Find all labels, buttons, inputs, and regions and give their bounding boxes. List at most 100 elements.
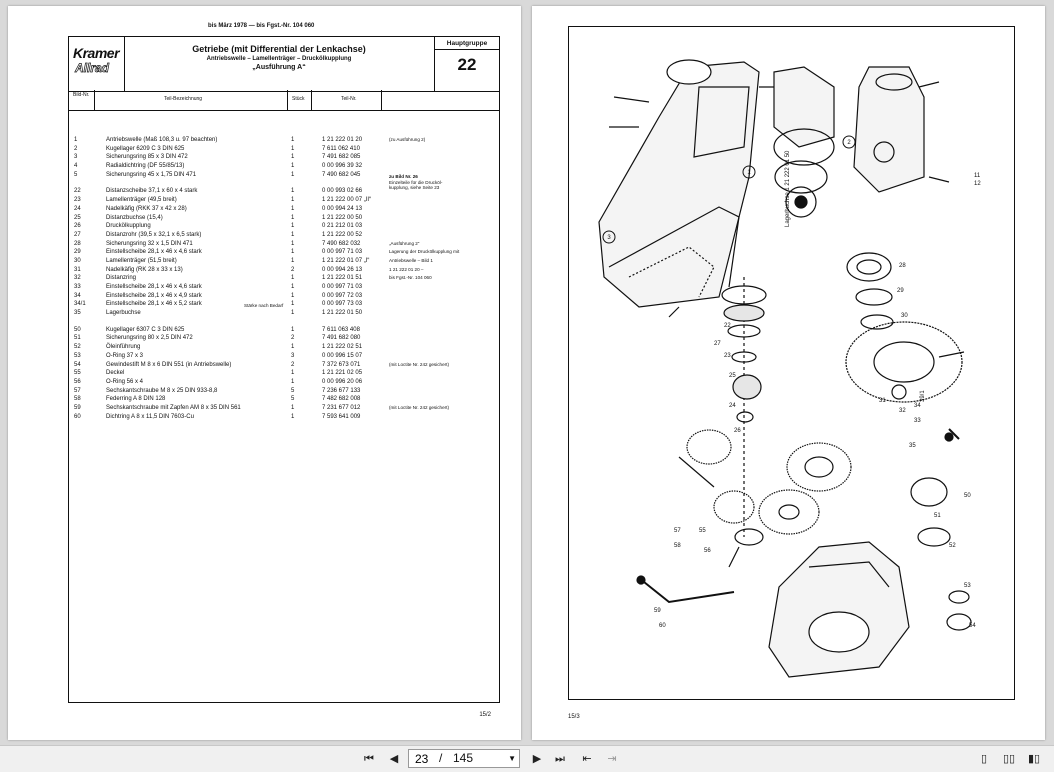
table-row: 54 Gewindestift M 8 x 6 DIN 551 (in Antri…: [69, 361, 499, 370]
pos-cell: 33: [74, 284, 81, 290]
qty-cell: 3: [291, 352, 295, 359]
next-page-icon[interactable]: ▶: [528, 750, 546, 768]
go-forward-icon[interactable]: ⇥: [603, 750, 621, 768]
pos-cell: 60: [74, 413, 81, 420]
logo-line1: Kramer: [73, 45, 120, 61]
desc-cell: Dichtring A 8 x 11,5 DIN 7603-Cu: [106, 413, 194, 420]
pos-cell: 24: [74, 205, 81, 212]
go-back-icon[interactable]: ⇤: [578, 750, 596, 768]
main-group-box: Hauptgruppe 22: [435, 37, 499, 91]
part-cell: 7 611 062 410: [322, 145, 360, 152]
desc-cell: O-Ring 56 x 4: [106, 378, 144, 385]
first-page-icon[interactable]: ⏮: [360, 750, 378, 768]
desc-cell: Distanzrohr (39,5 x 32,1 x 6,5 stark): [106, 231, 202, 238]
desc-cell: Druckölkupplung: [106, 223, 151, 230]
table-body: 1 Antriebswelle (Maß 108,3 u. 97 beachten…: [69, 136, 499, 421]
part-cell: 7 593 641 009: [322, 413, 361, 420]
pos-cell: 28: [74, 240, 81, 247]
pos-cell: 3: [74, 154, 78, 161]
svg-text:28: 28: [899, 263, 906, 269]
part-cell: 0 00 996 20 06: [322, 378, 363, 385]
single-page-icon[interactable]: ▯: [975, 750, 993, 768]
col-pos: Bild-Nr.: [73, 92, 90, 98]
desc-cell: Distanzbuchse (15,4): [106, 214, 163, 221]
qty-cell: 2: [291, 335, 295, 342]
qty-cell: 1: [291, 249, 295, 256]
desc-cell: Sicherungsring 45 x 1,75 DIN 471: [106, 171, 197, 178]
desc-cell: Antriebswelle (Maß 108,3 u. 97 beachten): [106, 137, 218, 143]
qty-cell: 1: [291, 154, 295, 161]
svg-text:52: 52: [949, 543, 956, 549]
desc-cell: Gewindestift M 8 x 6 DIN 551 (in Antrieb…: [106, 361, 232, 368]
last-page-icon[interactable]: ⏭: [551, 750, 569, 768]
desc-cell: Lamellenträger (51,5 breit): [106, 257, 177, 264]
kramer-logo: Kramer Allrad: [69, 37, 125, 91]
catalog-header: Kramer Allrad Getriebe (mit Differential…: [68, 36, 500, 92]
part-cell: 1 21 221 02 05: [322, 370, 363, 377]
chevron-down-icon[interactable]: ▼: [508, 754, 516, 763]
table-header: Bild-Nr. Teil-Bezeichnung Stück Teil-Nr.: [69, 90, 499, 111]
qty-cell: 1: [291, 275, 295, 282]
pos-cell: 23: [74, 197, 81, 204]
prev-page-icon[interactable]: ◀: [385, 750, 403, 768]
page-subtitle: Antriebswelle – Lamellenträger – Drucköl…: [206, 56, 352, 62]
page-number-input[interactable]: [415, 751, 449, 766]
pos-cell: 27: [74, 231, 81, 238]
part-cell: 1 21 222 00 50: [322, 214, 363, 221]
desc-cell: Kugellager 6307 C 3 DIN 625: [106, 326, 185, 333]
qty-cell: 5: [291, 396, 295, 403]
pos-cell: 2: [74, 145, 78, 152]
desc-cell: Deckel: [106, 370, 125, 377]
svg-text:30: 30: [901, 313, 908, 319]
svg-text:12: 12: [974, 181, 981, 187]
pos-cell: 32: [74, 275, 81, 282]
remark-cell: bis Fgst.-Nr. 104 060: [389, 275, 432, 281]
part-cell: 1 21 222 00 52: [322, 231, 363, 238]
desc-cell: Distanzscheibe 37,1 x 60 x 4 stark: [106, 188, 198, 195]
desc-cell: Sechskantschraube M 8 x 25 DIN 933-8,8: [106, 387, 218, 394]
viewer-toolbar: ⏮ ◀ / 145 ▼ ▶ ⏭ ⇤ ⇥ ▯ ▯▯ ▮▯: [0, 745, 1054, 772]
qty-cell: 1: [291, 370, 295, 377]
desc-cell: Einstellscheibe 28,1 x 46 x 4,6 stark: [106, 284, 202, 290]
pos-cell: 25: [74, 214, 81, 221]
pos-cell: 54: [74, 361, 81, 368]
circled-label-3: 3: [607, 235, 611, 241]
desc-cell: Nadelkäfig (RK 28 x 33 x 13): [106, 266, 183, 273]
svg-text:56: 56: [704, 548, 711, 554]
page-separator: /: [439, 751, 443, 765]
pos-cell: 57: [74, 387, 81, 394]
remark-cell: (mit Loctite Nr. 242 gesichert): [389, 361, 449, 367]
desc-cell: Federring A 8 DIN 128: [106, 396, 166, 403]
qty-cell: 1: [291, 205, 295, 212]
part-cell: 0 21 212 01 03: [322, 223, 363, 230]
desc-cell: O-Ring 37 x 3: [106, 352, 144, 359]
two-page-icon[interactable]: ▯▯: [1000, 750, 1018, 768]
svg-text:55: 55: [699, 528, 706, 534]
qty-cell: 1: [291, 137, 295, 143]
desc-cell: Lamellenträger (49,5 breit): [106, 197, 177, 204]
svg-text:59: 59: [654, 608, 661, 614]
qty-cell: 1: [291, 231, 295, 238]
pos-cell: 58: [74, 396, 81, 403]
parts-table: Bild-Nr. Teil-Bezeichnung Stück Teil-Nr.…: [68, 90, 500, 703]
svg-text:22: 22: [724, 323, 731, 329]
qty-cell: 1: [291, 378, 295, 385]
part-cell: 0 00 997 71 03: [322, 284, 363, 290]
part-cell: 0 00 996 39 32: [322, 163, 363, 170]
part-cell: 0 00 997 71 03: [322, 249, 363, 256]
svg-text:34: 34: [914, 403, 921, 409]
page-selector[interactable]: / 145 ▼: [408, 749, 520, 768]
table-row: 1 Antriebswelle (Maß 108,3 u. 97 beachten…: [69, 136, 499, 145]
svg-text:53: 53: [964, 583, 971, 589]
two-page-cover-icon[interactable]: ▮▯: [1025, 750, 1043, 768]
